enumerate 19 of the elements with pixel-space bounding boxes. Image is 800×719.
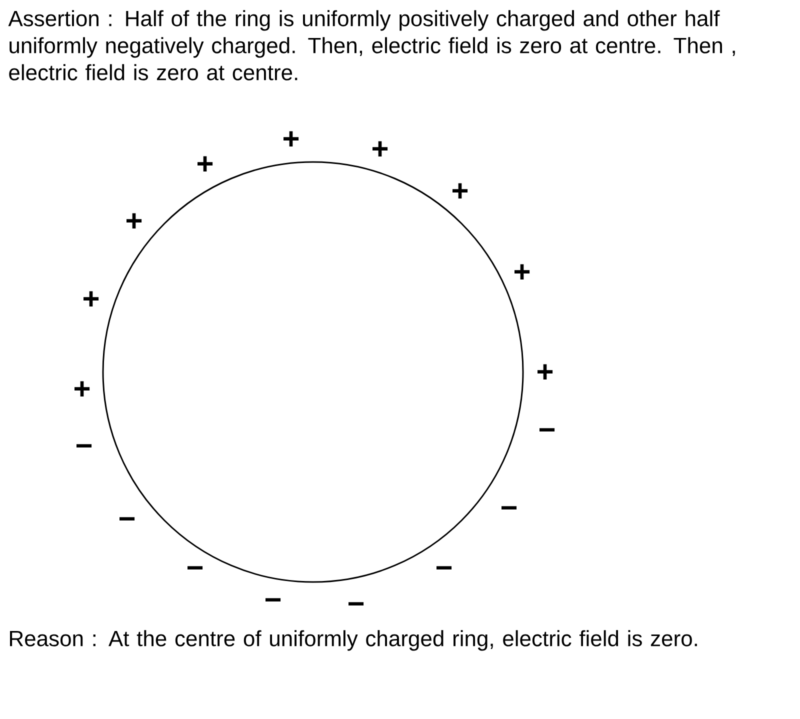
charge-sign: + [126, 213, 142, 228]
charge-sign: + [372, 141, 388, 156]
charge-sign: − [76, 444, 92, 448]
charge-sign: − [187, 566, 203, 570]
charge-sign: + [452, 183, 468, 198]
charge-sign: − [348, 602, 364, 606]
charge-sign: + [198, 156, 213, 172]
charge-sign: + [84, 291, 99, 306]
charge-sign: − [119, 517, 135, 520]
charge-sign: − [265, 598, 281, 602]
charge-sign: + [74, 381, 90, 396]
charge-sign: + [514, 264, 530, 280]
charge-sign: − [501, 506, 517, 510]
charge-sign: + [538, 364, 553, 380]
charge-sign: − [436, 566, 452, 570]
assertion-text: Assertion : Half of the ring is uniformly positively charged and other half uniformly negatively charged. Then, electric field is zero at centre. Then , electric field is zero at centre. [8, 10, 735, 80]
charge-sign: − [539, 428, 555, 432]
charge-sign: + [284, 131, 299, 146]
reason-text: Reason : At the centre of uniformly charged ring, electric field is zero. [10, 630, 697, 651]
